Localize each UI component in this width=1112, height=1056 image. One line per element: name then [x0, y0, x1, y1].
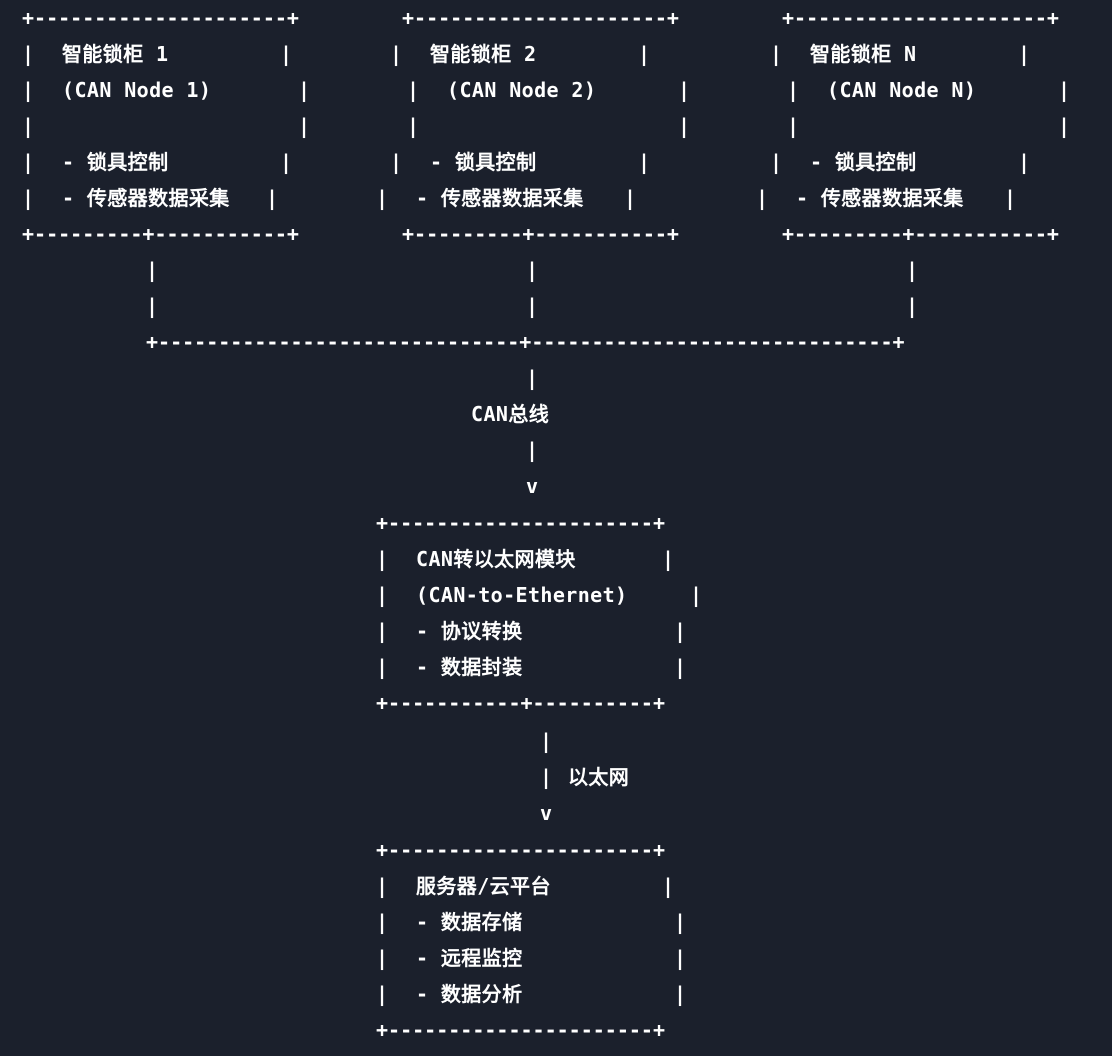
- converter-function-1: - 数据封装: [416, 655, 523, 679]
- cabinet-1-connector-1: |: [146, 258, 159, 282]
- can-bus-pipe-2: |: [526, 438, 539, 462]
- cabinet-1-function-1-left-pipe: |: [22, 186, 35, 210]
- cabinet-2-connector-2: |: [526, 294, 539, 318]
- server-title: 服务器/云平台: [416, 874, 551, 898]
- cabinet-2-bottom-border: +---------+-----------+: [402, 222, 679, 246]
- cabinet-3-connector-1: |: [906, 258, 919, 282]
- server-function-0-left-pipe: |: [376, 910, 389, 934]
- server-function-2-right-pipe: |: [674, 982, 687, 1006]
- cabinet-1-function-1: - 传感器数据采集: [62, 186, 230, 210]
- server-function-1: - 远程监控: [416, 946, 523, 970]
- converter-top-border: +----------------------+: [376, 511, 665, 535]
- ethernet-arrow: v: [540, 801, 553, 825]
- server-function-1-left-pipe: |: [376, 946, 389, 970]
- cabinet-2-title-right-pipe: |: [638, 42, 651, 66]
- cabinet-3-function-1: - 传感器数据采集: [796, 186, 964, 210]
- server-title-left-pipe: |: [376, 874, 389, 898]
- cabinet-1-bottom-border: +---------+-----------+: [22, 222, 299, 246]
- converter-title-left-pipe: |: [376, 547, 389, 571]
- cabinet-2-blank-left-pipe: |: [407, 114, 420, 138]
- cabinet-1-blank-right-pipe: |: [298, 114, 311, 138]
- cabinet-2-node-label-right-pipe: |: [678, 78, 691, 102]
- cabinet-2-node-label: (CAN Node 2): [447, 78, 597, 102]
- cabinet-3-title-right-pipe: |: [1018, 42, 1031, 66]
- server-function-0: - 数据存储: [416, 910, 523, 934]
- cabinet-2-top-border: +---------------------+: [402, 6, 679, 30]
- converter-function-1-right-pipe: |: [674, 655, 687, 679]
- converter-function-0-left-pipe: |: [376, 619, 389, 643]
- server-function-1-right-pipe: |: [674, 946, 687, 970]
- cabinet-3-title-left-pipe: |: [770, 42, 783, 66]
- server-top-border: +----------------------+: [376, 838, 665, 862]
- cabinet-3-function-1-right-pipe: |: [1004, 186, 1017, 210]
- cabinet-1-connector-2: |: [146, 294, 159, 318]
- cabinet-2-function-0: - 锁具控制: [430, 150, 537, 174]
- ethernet-label: 以太网: [568, 765, 630, 789]
- cabinet-2-connector-1: |: [526, 258, 539, 282]
- cabinet-3-function-0-right-pipe: |: [1018, 150, 1031, 174]
- ethernet-pipe-1: |: [540, 729, 553, 753]
- cabinet-3-blank-right-pipe: |: [1058, 114, 1071, 138]
- cabinet-3-node-label: (CAN Node N): [827, 78, 977, 102]
- can-bus-pipe-1: |: [526, 366, 539, 390]
- cabinet-1-function-0-right-pipe: |: [280, 150, 293, 174]
- converter-function-0: - 协议转换: [416, 619, 523, 643]
- can-bus-arrow: v: [526, 474, 539, 498]
- server-title-right-pipe: |: [662, 874, 675, 898]
- converter-bottom-border: +-----------+----------+: [376, 691, 665, 715]
- cabinet-1-title-right-pipe: |: [280, 42, 293, 66]
- cabinet-3-node-label-left-pipe: |: [787, 78, 800, 102]
- cabinet-1-function-1-right-pipe: |: [266, 186, 279, 210]
- converter-function-0-right-pipe: |: [674, 619, 687, 643]
- cabinet-2-function-0-right-pipe: |: [638, 150, 651, 174]
- cabinet-2-title: 智能锁柜 2: [430, 42, 537, 66]
- cabinet-3-top-border: +---------------------+: [782, 6, 1059, 30]
- cabinet-1-title: 智能锁柜 1: [62, 42, 169, 66]
- cabinet-3-function-0-left-pipe: |: [770, 150, 783, 174]
- server-bottom-border: +----------------------+: [376, 1018, 665, 1042]
- server-function-2-left-pipe: |: [376, 982, 389, 1006]
- cabinet-1-blank-left-pipe: |: [22, 114, 35, 138]
- cabinet-1-node-label-right-pipe: |: [298, 78, 311, 102]
- cabinet-1-function-0-left-pipe: |: [22, 150, 35, 174]
- cabinet-3-blank-left-pipe: |: [787, 114, 800, 138]
- server-function-0-right-pipe: |: [674, 910, 687, 934]
- cabinet-1-title-left-pipe: |: [22, 42, 35, 66]
- cabinet-1-function-0: - 锁具控制: [62, 150, 169, 174]
- cabinet-3-function-0: - 锁具控制: [810, 150, 917, 174]
- converter-subtitle: (CAN-to-Ethernet): [416, 583, 628, 607]
- cabinet-2-blank-right-pipe: |: [678, 114, 691, 138]
- converter-title-right-pipe: |: [662, 547, 675, 571]
- cabinet-1-node-label: (CAN Node 1): [62, 78, 212, 102]
- cabinet-3-bottom-border: +---------+-----------+: [782, 222, 1059, 246]
- cabinet-3-connector-2: |: [906, 294, 919, 318]
- converter-subtitle-left-pipe: |: [376, 583, 389, 607]
- cabinet-3-title: 智能锁柜 N: [810, 42, 917, 66]
- cabinet-2-function-1-left-pipe: |: [376, 186, 389, 210]
- cabinet-2-title-left-pipe: |: [390, 42, 403, 66]
- cabinet-3-node-label-right-pipe: |: [1058, 78, 1071, 102]
- ethernet-pipe-2: |: [540, 765, 553, 789]
- cabinet-1-node-label-left-pipe: |: [22, 78, 35, 102]
- converter-title: CAN转以太网模块: [416, 547, 576, 571]
- can-bus-line: +------------------------------+--------…: [146, 330, 905, 354]
- cabinet-2-function-1: - 传感器数据采集: [416, 186, 584, 210]
- can-bus-label: CAN总线: [471, 402, 550, 426]
- converter-function-1-left-pipe: |: [376, 655, 389, 679]
- cabinet-3-function-1-left-pipe: |: [756, 186, 769, 210]
- cabinet-2-function-1-right-pipe: |: [624, 186, 637, 210]
- server-function-2: - 数据分析: [416, 982, 523, 1006]
- cabinet-2-function-0-left-pipe: |: [390, 150, 403, 174]
- cabinet-2-node-label-left-pipe: |: [407, 78, 420, 102]
- cabinet-1-top-border: +---------------------+: [22, 6, 299, 30]
- converter-subtitle-right-pipe: |: [690, 583, 703, 607]
